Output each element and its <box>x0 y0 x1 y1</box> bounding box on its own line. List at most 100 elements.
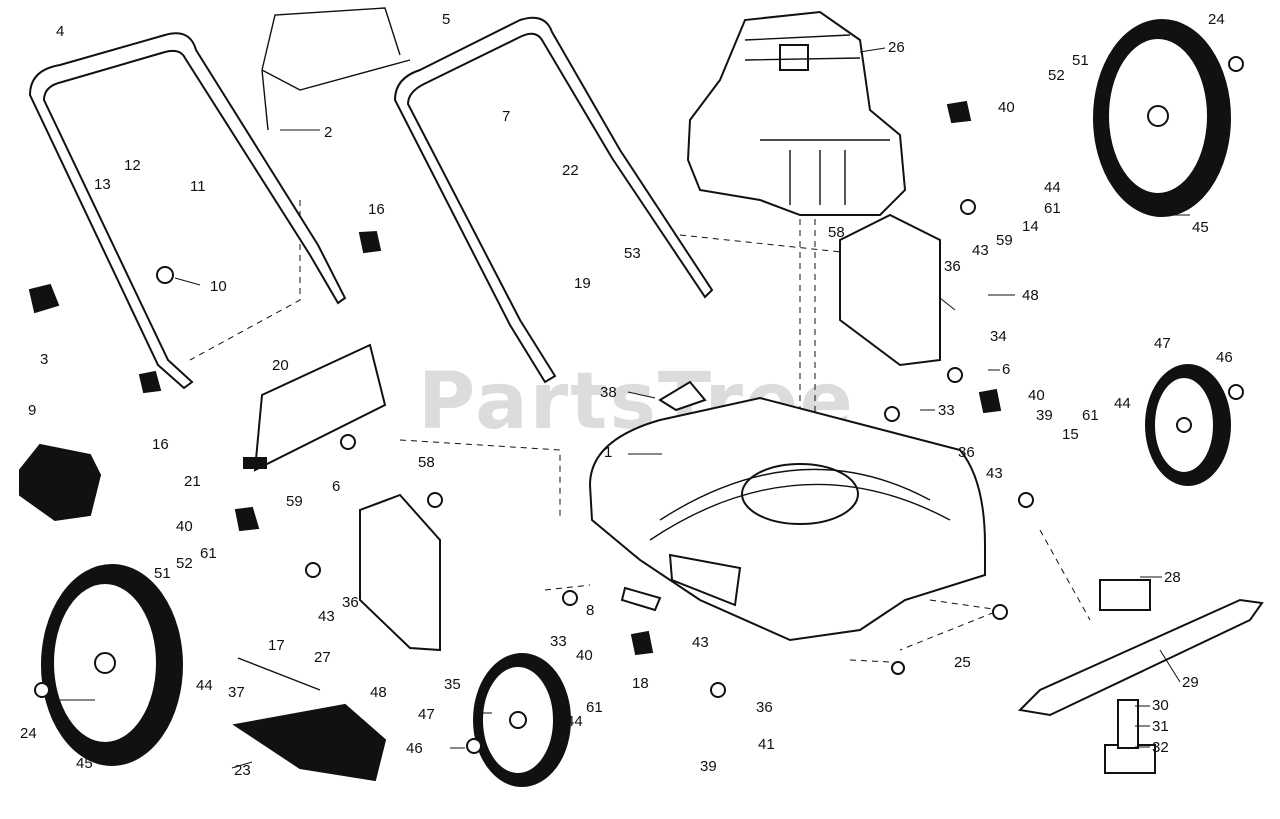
callout-11: 11 <box>190 178 206 195</box>
callout-40b: 40 <box>1028 387 1045 404</box>
callout-28: 28 <box>1164 569 1181 586</box>
callout-61c: 61 <box>200 545 217 562</box>
callout-6a: 6 <box>332 478 340 495</box>
callout-13: 13 <box>94 176 111 193</box>
callout-46a: 46 <box>1216 349 1233 366</box>
callout-14: 14 <box>1022 218 1039 235</box>
rear-flap-door[interactable] <box>19 443 102 522</box>
callout-39b: 39 <box>700 758 717 775</box>
callout-36c: 36 <box>944 258 961 275</box>
callout-30: 30 <box>1152 697 1169 714</box>
callout-48a: 48 <box>1022 287 1039 304</box>
callout-44a: 44 <box>1044 179 1061 196</box>
rear-wheel-right[interactable] <box>1093 19 1231 217</box>
mower-deck[interactable] <box>588 396 986 642</box>
callout-6b: 6 <box>1002 361 1010 378</box>
callout-59b: 59 <box>286 493 303 510</box>
callout-32: 32 <box>1152 739 1169 756</box>
callout-9: 9 <box>28 402 36 419</box>
callout-37: 37 <box>228 684 245 701</box>
callout-7: 7 <box>502 108 510 125</box>
callout-27: 27 <box>314 649 331 666</box>
callout-44b: 44 <box>1114 395 1131 412</box>
callout-3: 3 <box>40 351 48 368</box>
callout-39a: 39 <box>1036 407 1053 424</box>
callout-47a: 47 <box>1154 335 1171 352</box>
callout-43c: 43 <box>972 242 989 259</box>
rear-wheel-left[interactable] <box>41 564 183 766</box>
callout-53: 53 <box>624 245 641 262</box>
callout-44d: 44 <box>566 713 583 730</box>
callout-48b: 48 <box>370 684 387 701</box>
callout-43d: 43 <box>986 465 1003 482</box>
callout-10: 10 <box>210 278 227 295</box>
callout-33a: 33 <box>550 633 567 650</box>
callout-labels: 1 2 3 4 5 6 6 7 8 9 10 11 12 13 14 15 16… <box>20 11 1233 779</box>
callout-29: 29 <box>1182 674 1199 691</box>
callout-59a: 59 <box>996 232 1013 249</box>
callout-4: 4 <box>56 23 64 40</box>
callout-25: 25 <box>954 654 971 671</box>
callout-58a: 58 <box>828 224 845 241</box>
callout-34: 34 <box>990 328 1007 345</box>
callout-15: 15 <box>1062 426 1079 443</box>
callout-24a: 24 <box>1208 11 1225 28</box>
callout-41: 41 <box>758 736 775 753</box>
callout-45b: 45 <box>76 755 93 772</box>
callout-24b: 24 <box>20 725 37 742</box>
callout-36a: 36 <box>342 594 359 611</box>
callout-5: 5 <box>442 11 450 28</box>
discharge-deflector[interactable] <box>232 657 387 782</box>
callout-43a: 43 <box>318 608 335 625</box>
callout-51a: 51 <box>1072 52 1089 69</box>
callout-18: 18 <box>632 675 649 692</box>
callout-47b: 47 <box>418 706 435 723</box>
upper-handle-left[interactable] <box>28 32 347 390</box>
engine[interactable] <box>686 10 907 216</box>
callout-12: 12 <box>124 157 141 174</box>
height-adjust-bracket-right[interactable] <box>839 213 941 367</box>
upper-handle-right[interactable] <box>393 16 714 384</box>
callout-36d: 36 <box>958 444 975 461</box>
mower-blade[interactable] <box>1017 579 1264 774</box>
leader-lines <box>60 47 1190 769</box>
front-wheel-right[interactable] <box>1145 364 1231 486</box>
rear-baffle[interactable] <box>243 343 387 472</box>
callout-22: 22 <box>562 162 579 179</box>
callout-19: 19 <box>574 275 591 292</box>
callout-21: 21 <box>184 473 201 490</box>
callout-51b: 51 <box>154 565 171 582</box>
callout-61d: 61 <box>586 699 603 716</box>
callout-45a: 45 <box>1192 219 1209 236</box>
callout-8: 8 <box>586 602 594 619</box>
callout-17: 17 <box>268 637 285 654</box>
control-bail[interactable] <box>261 7 411 131</box>
callout-52b: 52 <box>176 555 193 572</box>
callout-58b: 58 <box>418 454 435 471</box>
callout-44c: 44 <box>196 677 213 694</box>
callout-38: 38 <box>600 384 617 401</box>
callout-61b: 61 <box>1082 407 1099 424</box>
callout-43b: 43 <box>692 634 709 651</box>
height-adjust-bracket-left[interactable] <box>359 493 441 652</box>
front-wheel-left[interactable] <box>473 653 571 787</box>
callout-35: 35 <box>444 676 461 693</box>
callout-46b: 46 <box>406 740 423 757</box>
callout-61a: 61 <box>1044 200 1061 217</box>
callout-26: 26 <box>888 39 905 56</box>
callout-20: 20 <box>272 357 289 374</box>
callout-40a: 40 <box>998 99 1015 116</box>
callout-16b: 16 <box>152 436 169 453</box>
callout-16a: 16 <box>368 201 385 218</box>
callout-36b: 36 <box>756 699 773 716</box>
callout-31: 31 <box>1152 718 1169 735</box>
callout-1: 1 <box>604 444 612 461</box>
callout-2: 2 <box>324 124 332 141</box>
callout-33b: 33 <box>938 402 955 419</box>
callout-40c: 40 <box>176 518 193 535</box>
hardware-parts <box>28 56 1244 754</box>
callout-40d: 40 <box>576 647 593 664</box>
callout-52a: 52 <box>1048 67 1065 84</box>
callout-23: 23 <box>234 762 251 779</box>
